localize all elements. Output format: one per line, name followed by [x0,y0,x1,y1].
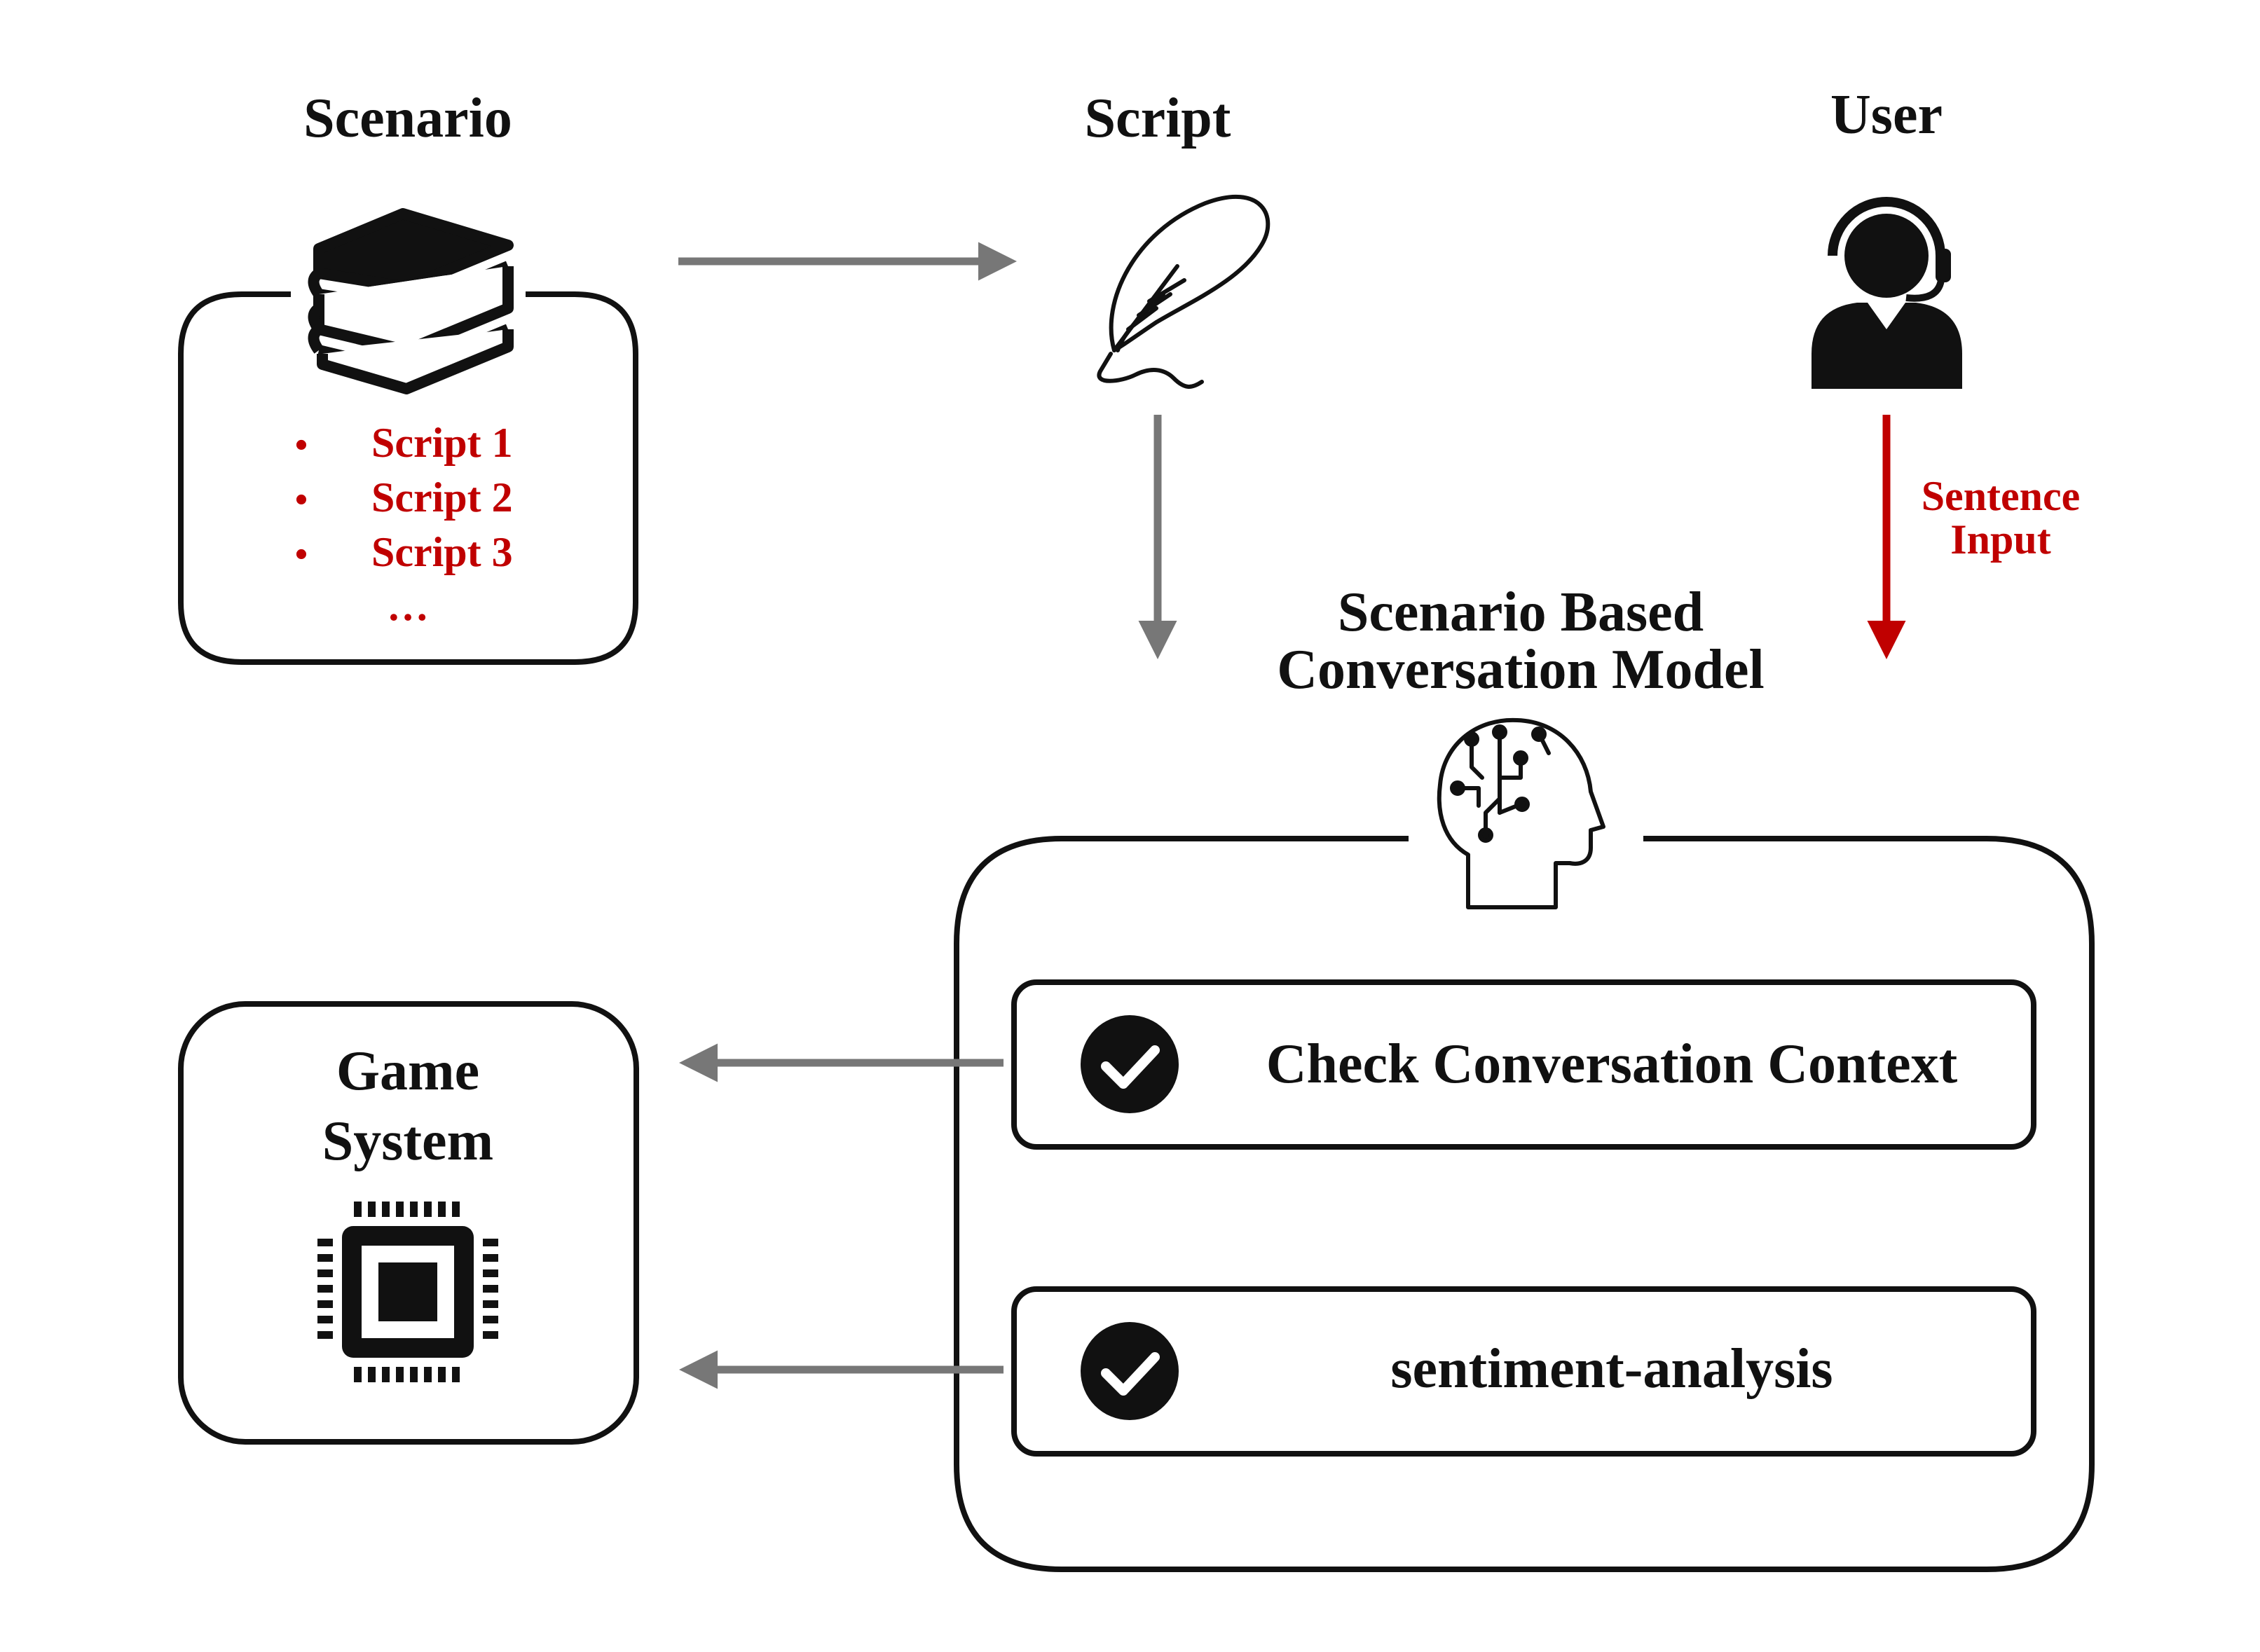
list-bullet: • [295,535,308,574]
check-circle-icon [1081,1322,1179,1420]
books-icon [308,208,514,394]
script-list: • Script 1 • Script 2 • Script 3 … [295,420,513,629]
task-label: sentiment-analysis [1390,1338,1833,1400]
sentence-input-label-line2: Input [1950,516,2050,563]
check-circle-icon [1081,1015,1179,1113]
game-system-section: Game System [178,1001,639,1445]
cpu-chip-icon [317,1202,498,1382]
list-bullet: • [295,480,308,520]
scenario-box [178,291,638,665]
task-box [1011,1286,2036,1457]
game-system-box [178,1001,639,1445]
model-title-line2: Conversation Model [1277,639,1765,701]
scenario-section: Scenario • Script 1 • Script 2 • Script … [178,88,638,665]
list-item: Script 1 [371,420,513,466]
feather-quill-icon [1097,194,1271,389]
ai-head-circuit-icon [1437,717,1605,909]
user-section: User Sentence Input [1812,84,2081,659]
task-label: Check Conversation Context [1266,1033,1958,1095]
model-section: Scenario Based Conversation Model [954,581,2095,1572]
list-item: Script 2 [371,474,513,521]
list-bullet: • [295,425,308,465]
scenario-title: Scenario [303,88,512,149]
task-check-conversation-context: Check Conversation Context [1011,979,2036,1150]
script-title: Script [1085,88,1231,149]
task-box [1011,979,2036,1150]
model-box [954,836,2095,1572]
task-sentiment-analysis: sentiment-analysis [1011,1286,2036,1457]
game-title-line2: System [322,1110,493,1172]
script-section: Script [1085,88,1271,389]
sentence-input-label-line1: Sentence [1922,473,2081,519]
list-more: … [387,583,429,629]
model-title-line1: Scenario Based [1338,581,1704,643]
list-item: Script 3 [371,529,513,575]
user-title: User [1830,84,1943,146]
headset-user-icon [1812,197,1962,389]
game-title-line1: Game [336,1040,479,1102]
